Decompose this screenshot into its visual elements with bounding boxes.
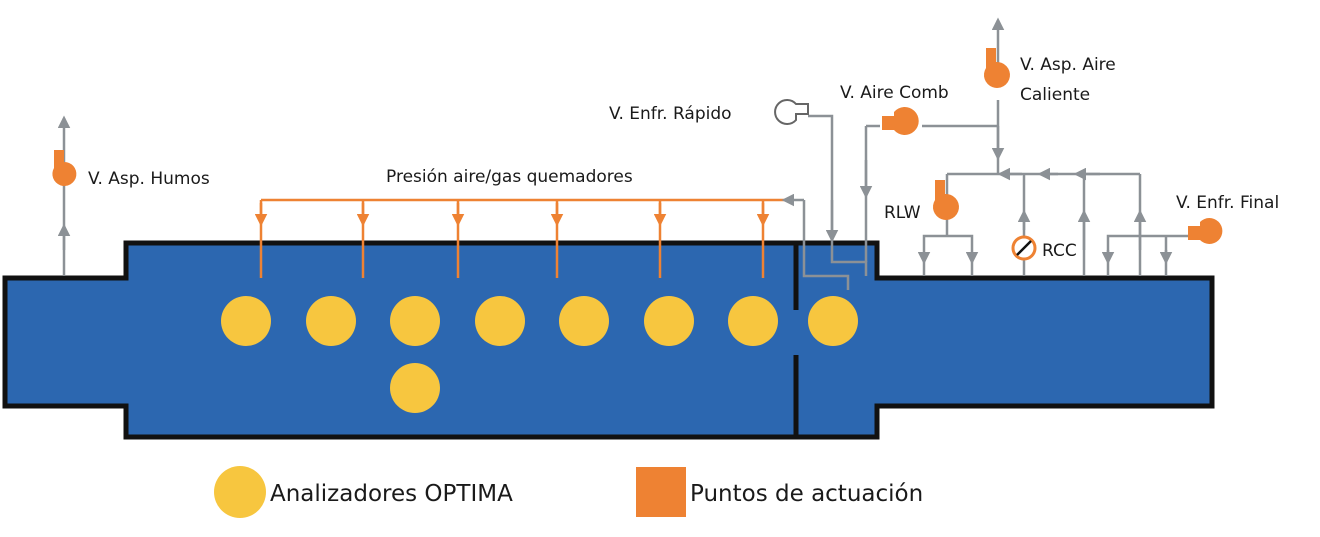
fan-icon bbox=[932, 180, 959, 220]
fan-icon bbox=[52, 150, 77, 186]
analyzer-dot bbox=[644, 296, 694, 346]
burner-pressure-lines bbox=[254, 198, 784, 278]
analyzer-dot bbox=[306, 296, 356, 346]
label-aire-comb: V. Aire Comb bbox=[840, 83, 949, 103]
analyzer-dot bbox=[728, 296, 778, 346]
analyzer-dot bbox=[221, 296, 271, 346]
analyzers bbox=[221, 296, 858, 413]
analyzer-dot bbox=[390, 363, 440, 413]
label-asp-aire-line1: V. Asp. Aire bbox=[1020, 55, 1116, 75]
furnace-body bbox=[2, 240, 1215, 440]
label-enfr-rapido: V. Enfr. Rápido bbox=[609, 104, 732, 124]
fan-icon bbox=[983, 48, 1010, 88]
air-lines bbox=[781, 17, 1188, 290]
label-asp-humos: V. Asp. Humos bbox=[88, 169, 210, 189]
legend-analyzer-swatch bbox=[214, 466, 266, 518]
label-rcc: RCC bbox=[1042, 241, 1077, 261]
legend-analyzers-label: Analizadores OPTIMA bbox=[270, 481, 513, 507]
label-rlw: RLW bbox=[884, 203, 921, 223]
analyzer-dot bbox=[808, 296, 858, 346]
fan-outline-icon bbox=[774, 99, 809, 125]
analyzer-dot bbox=[475, 296, 525, 346]
fan-icon bbox=[882, 107, 919, 135]
analyzer-dot bbox=[390, 296, 440, 346]
fan-icon bbox=[1188, 218, 1223, 244]
legend: Analizadores OPTIMA Puntos de actuación bbox=[214, 466, 923, 518]
label-presion-quemadores: Presión aire/gas quemadores bbox=[386, 167, 633, 187]
legend-actuation-swatch bbox=[636, 467, 686, 517]
legend-actuation-label: Puntos de actuación bbox=[690, 481, 923, 507]
rcc-valve-icon bbox=[1011, 235, 1037, 261]
label-asp-aire-line2: Caliente bbox=[1020, 85, 1090, 105]
analyzer-dot bbox=[559, 296, 609, 346]
label-enfr-final: V. Enfr. Final bbox=[1176, 193, 1279, 213]
